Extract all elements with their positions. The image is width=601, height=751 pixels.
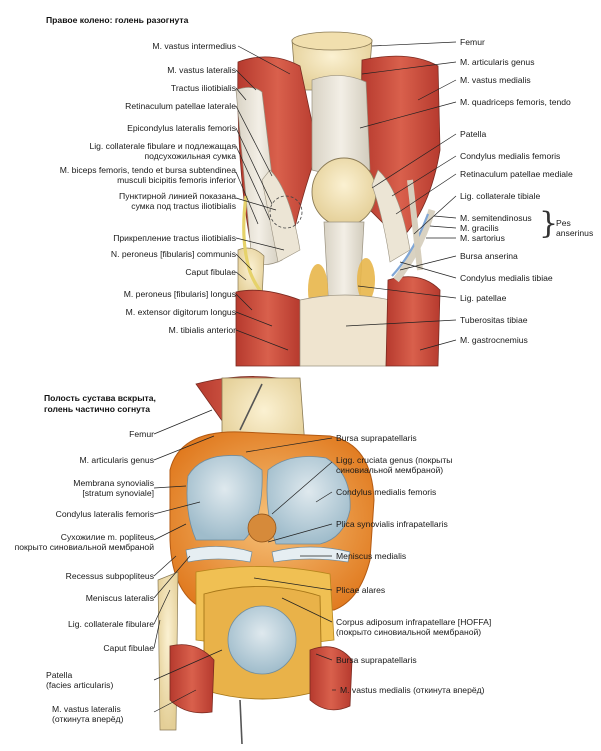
label-tuberositas-tibiae: Tuberositas tibiae xyxy=(460,315,528,325)
label-tractus-attachment: Прикрепление tractus iliotibialis xyxy=(113,233,236,243)
lateral-condyle xyxy=(186,455,263,541)
label-lig-collaterale-fibulare-bottom: Lig. collaterale fibulare xyxy=(68,619,154,629)
label-bursa-suprapatellaris-2: Bursa suprapatellaris xyxy=(336,655,417,665)
label-vastus-lateralis-bottom-note: (откинута вперёд) xyxy=(52,714,124,724)
bottom-knee-figure xyxy=(157,376,375,745)
label-articularis-genus-bottom: M. articularis genus xyxy=(79,455,154,465)
label-n-peroneus: N. peroneus [fibularis] communis xyxy=(110,249,236,259)
label-patella-bottom: Patella xyxy=(46,670,73,680)
retinaculum-medial xyxy=(371,169,411,263)
label-bursa-anserina: Bursa anserina xyxy=(460,251,518,261)
label-corpus-adiposum-2: (покрыто синовиальной мембраной) xyxy=(336,627,482,637)
label-anserinus: anserinus xyxy=(556,228,594,238)
cruciate-ligaments xyxy=(247,513,277,543)
label-vastus-medialis-bottom: M. vastus medialis (откинута вперёд) xyxy=(340,685,485,695)
heading-bottom-line-2: голень частично согнута xyxy=(44,404,151,414)
label-gracilis: M. gracilis xyxy=(460,223,499,233)
meniscus-lateral xyxy=(185,546,253,563)
label-patella-top: Patella xyxy=(460,129,487,139)
pes-anserinus-brace: } xyxy=(539,206,559,241)
tibia-anterior xyxy=(299,294,391,367)
label-corpus-adiposum-1: Corpus adiposum infrapatellare [HOFFA] xyxy=(336,617,492,627)
bursa-dashed xyxy=(269,195,303,229)
label-plica-infrapatellaris: Plica synovialis infrapatellaris xyxy=(336,519,448,529)
label-quadriceps-tendo: M. quadriceps femoris, tendo xyxy=(460,97,571,107)
label-lig-patellae: Lig. patellae xyxy=(460,293,507,303)
label-bursa-suprapatellaris-1: Bursa suprapatellaris xyxy=(336,433,417,443)
leader-lines xyxy=(153,41,457,713)
label-stratum-synoviale: [stratum synoviale] xyxy=(82,488,154,498)
label-popliteus-2: покрыто синовиальной мембраной xyxy=(14,542,154,552)
label-vastus-medialis-top: M. vastus medialis xyxy=(460,75,531,85)
label-articularis-genus-top: M. articularis genus xyxy=(460,57,535,67)
label-extensor-digitorum: M. extensor digitorum longus xyxy=(125,307,236,317)
label-lig-collaterale-tibiale: Lig. collaterale tibiale xyxy=(460,191,541,201)
femur-cut xyxy=(291,31,373,51)
label-popliteus-1: Сухожилие m. popliteus xyxy=(60,532,154,542)
label-meniscus-medialis: Meniscus medialis xyxy=(336,551,407,561)
label-caput-fibulae-top: Caput fibulae xyxy=(185,267,236,277)
label-biceps-femoris-2: musculi bicipitis femoris inferior xyxy=(117,175,236,185)
label-sartorius: M. sartorius xyxy=(460,233,505,243)
meniscus-medial xyxy=(271,546,351,563)
label-pes: Pes xyxy=(556,218,571,228)
label-recessus-subpopliteus: Recessus subpopliteus xyxy=(65,571,154,581)
label-vastus-intermedius: M. vastus intermedius xyxy=(152,41,236,51)
label-membrana-synovialis: Membrana synovialis xyxy=(73,478,154,488)
label-meniscus-lateralis: Meniscus lateralis xyxy=(85,593,154,603)
label-biceps-femoris-1: M. biceps femoris, tendo et bursa subten… xyxy=(59,165,236,175)
label-condylus-medialis-tibiae: Condylus medialis tibiae xyxy=(460,273,553,283)
fat-pad-right xyxy=(357,258,375,302)
lower-leg-lateral xyxy=(235,289,301,367)
label-ligg-cruciata-2: синовиальной мембраной) xyxy=(336,465,444,475)
label-m-peroneus-longus: M. peroneus [fibularis] longus xyxy=(123,289,236,299)
vastus-lateralis-flap xyxy=(169,644,215,714)
sartorius-vessel xyxy=(391,213,430,277)
label-retinaculum-medial: Retinaculum patellae mediale xyxy=(460,169,573,179)
label-epicondylus-lateralis: Epicondylus lateralis femoris xyxy=(127,123,236,133)
probe-bottom xyxy=(239,699,243,745)
label-tibialis-anterior: M. tibialis anterior xyxy=(168,325,236,335)
label-dashed-line-2: сумка под tractus iliotibialis xyxy=(131,201,236,211)
patella-articular xyxy=(227,605,297,675)
label-facies-articularis: (facies articularis) xyxy=(46,680,114,690)
heading-top: Правое колено: голень разогнута xyxy=(46,15,189,25)
label-femur-top: Femur xyxy=(460,37,485,47)
label-dashed-line-1: Пунктирной линией показана xyxy=(119,191,236,201)
label-lig-collaterale-fibulare-2: подсухожильная сумка xyxy=(144,151,236,161)
label-condylus-medialis-femoris-top: Condylus medialis femoris xyxy=(460,151,561,161)
label-vastus-lateralis: M. vastus lateralis xyxy=(167,65,236,75)
patella-top xyxy=(311,157,377,227)
label-gastrocnemius: M. gastrocnemius xyxy=(460,335,528,345)
top-knee-figure xyxy=(235,31,441,367)
heading-bottom-line-1: Полость сустава вскрыта, xyxy=(44,393,156,403)
label-retinaculum-lateral: Retinaculum patellae laterale xyxy=(125,101,236,111)
label-femur-bottom: Femur xyxy=(129,429,154,439)
retinaculum-lateral xyxy=(261,169,301,263)
label-plicae-alares: Plicae alares xyxy=(336,585,386,595)
label-condylus-lateralis-femoris: Condylus lateralis femoris xyxy=(55,509,154,519)
label-lig-collaterale-fibulare-1: Lig. collaterale fibulare и подлежащая xyxy=(89,141,236,151)
label-semitendinosus: M. semitendinosus xyxy=(460,213,532,223)
label-tractus-iliotibialis: Tractus iliotibialis xyxy=(170,83,236,93)
probe-top xyxy=(239,383,263,431)
label-vastus-lateralis-bottom: M. vastus lateralis xyxy=(52,704,121,714)
vastus-medialis-flap xyxy=(309,646,353,711)
label-condylus-medialis-femoris-bottom: Condylus medialis femoris xyxy=(336,487,437,497)
medial-collateral xyxy=(407,179,423,271)
label-caput-fibulae-bottom: Caput fibulae xyxy=(103,643,154,653)
label-ligg-cruciata-1: Ligg. cruciata genus (покрыты xyxy=(336,455,453,465)
